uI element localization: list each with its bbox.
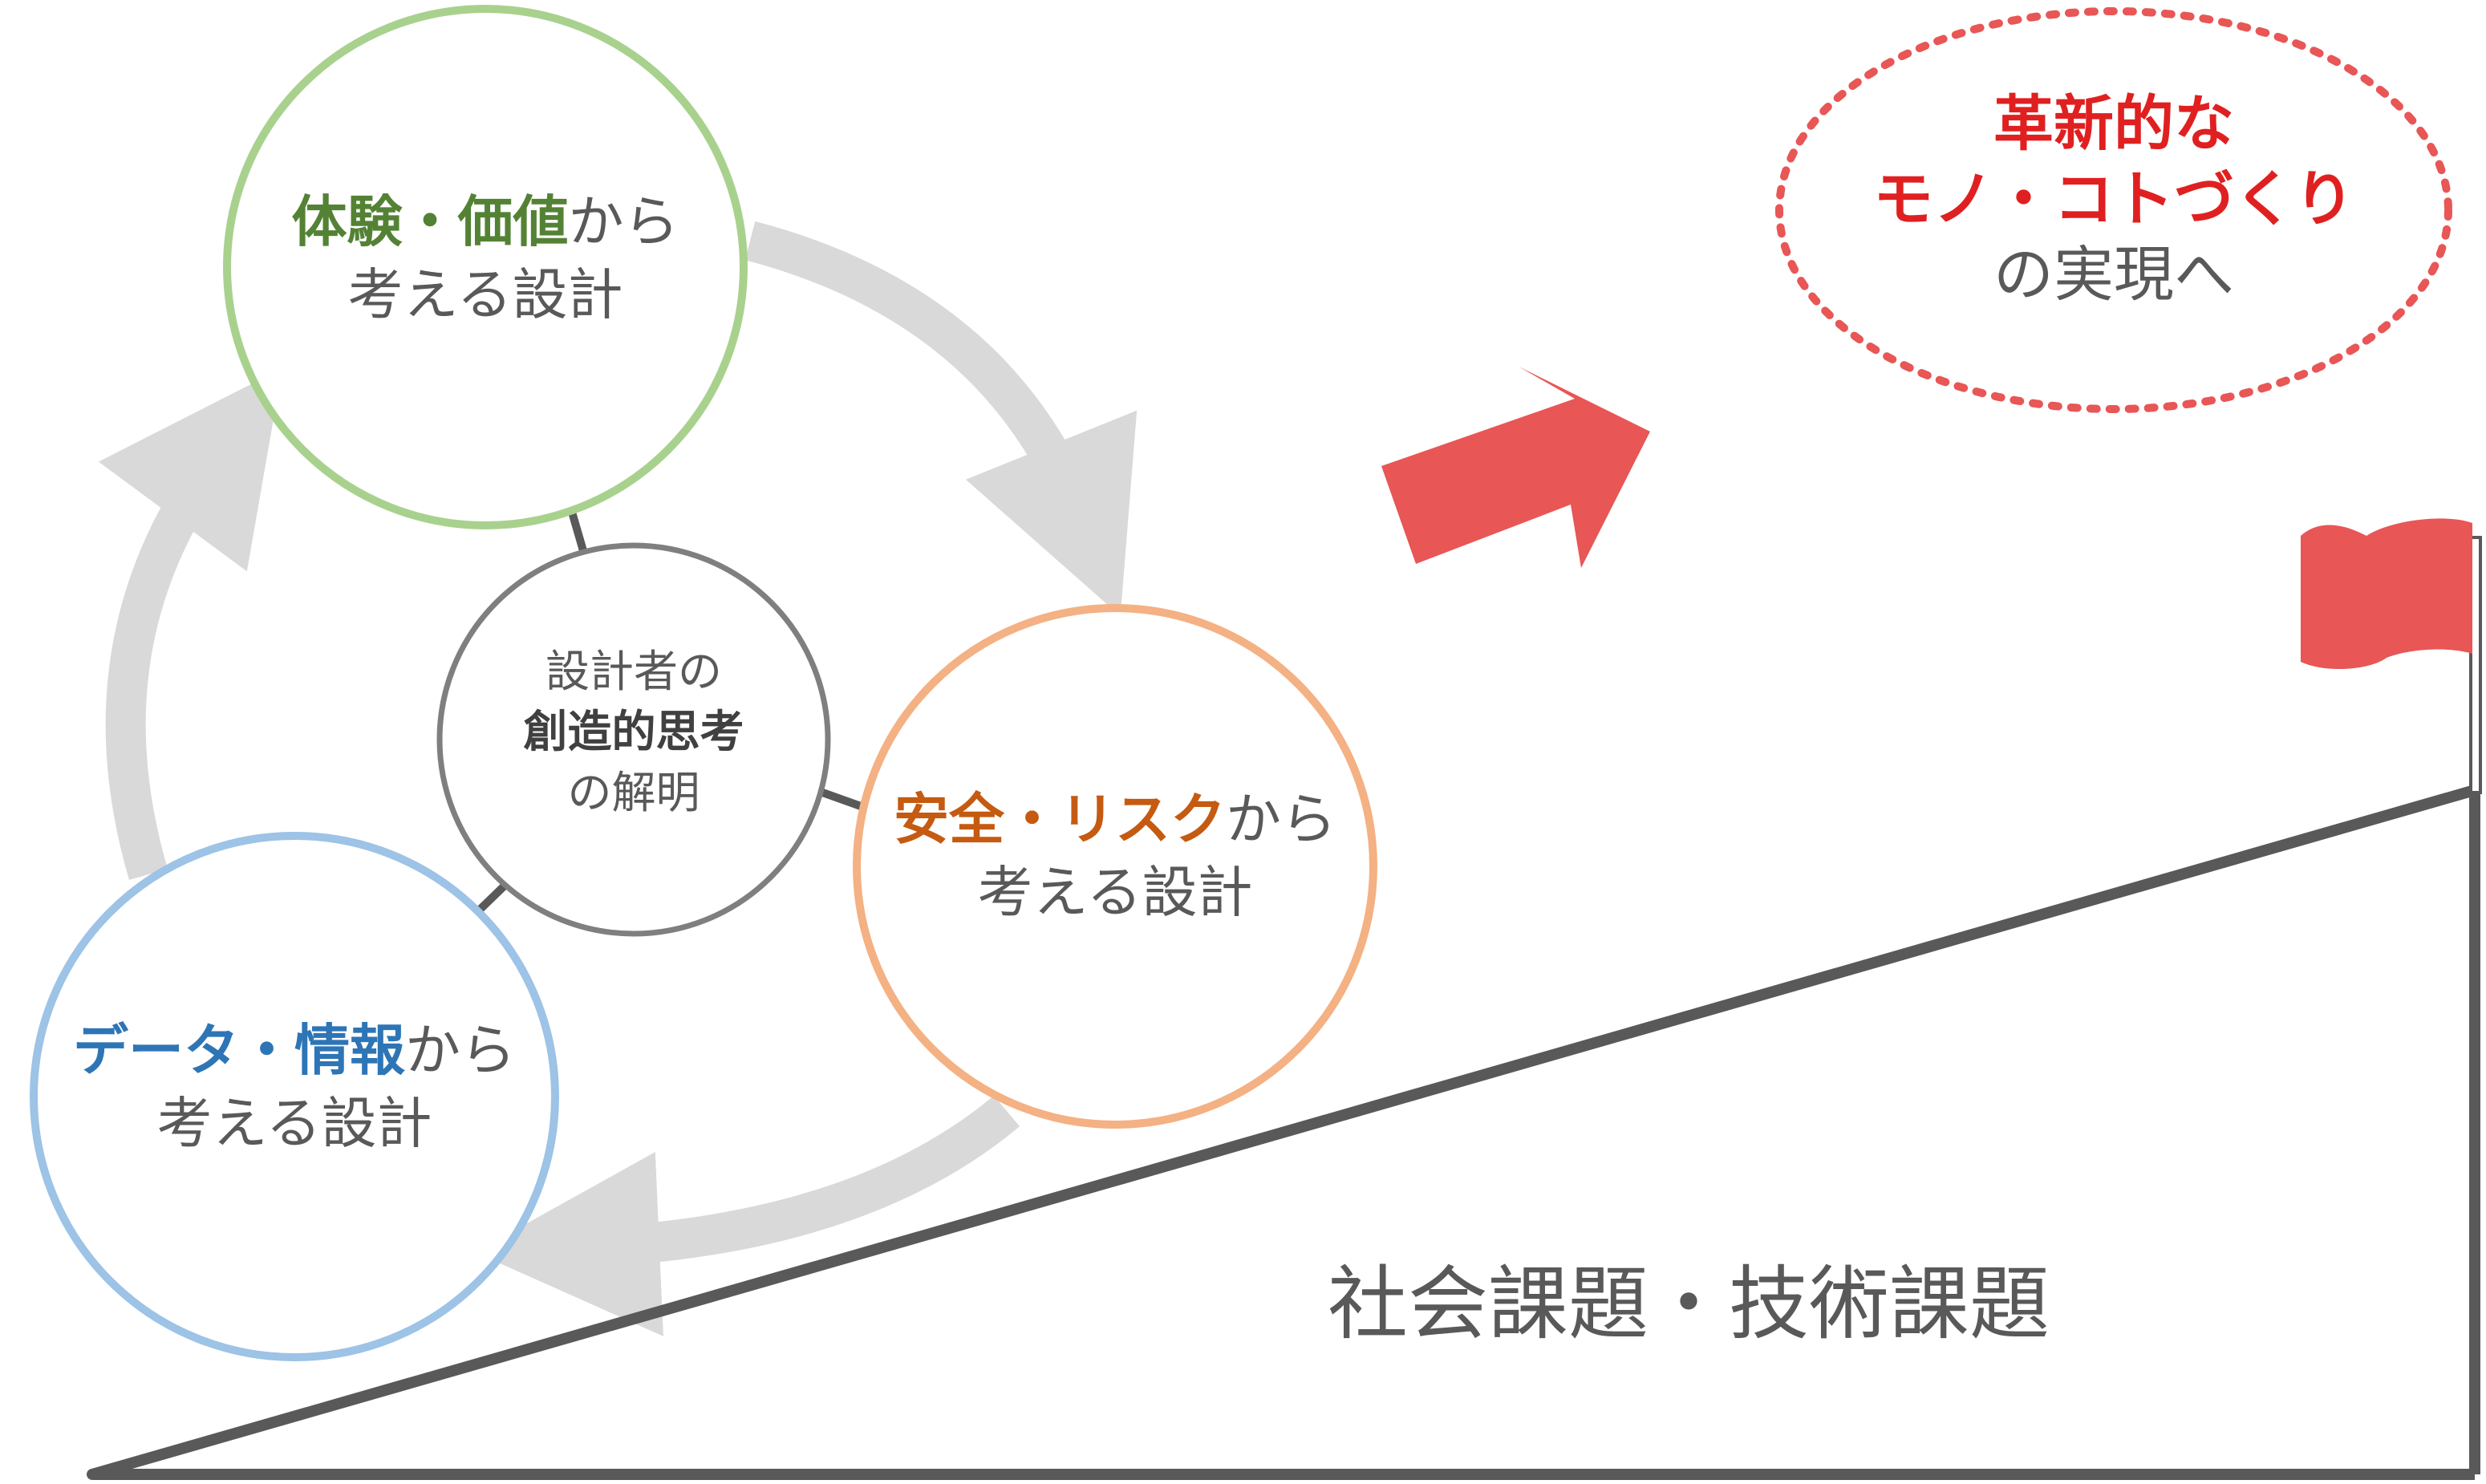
- slope-triangle: [87, 785, 2480, 1480]
- flag-icon: [2301, 518, 2472, 670]
- label-experience-value-emphasis: 体験・価値: [291, 190, 569, 254]
- label-safety-risk-suffix: から: [1226, 788, 1336, 852]
- label-center-line2: 創造的思考: [523, 706, 744, 758]
- flag-pole: [2469, 536, 2482, 794]
- goal-line2: モノ・コトづくり: [1872, 163, 2354, 234]
- label-data-information: データ・情報から 考える設計: [38, 1015, 551, 1161]
- label-data-information-emphasis: データ・情報: [73, 1019, 405, 1083]
- label-center-line3: の解明: [567, 766, 700, 818]
- label-data-information-line2: 考える設計: [156, 1092, 432, 1157]
- circle-center-creative-thinking: [436, 542, 831, 937]
- circle-experience-value: [223, 5, 748, 529]
- label-center-line1: 設計者の: [545, 646, 722, 697]
- challenge-label: 社会課題・技術課題: [1328, 1257, 2050, 1351]
- block-arrow-icon: [1381, 367, 1650, 568]
- circle-data-information: [30, 832, 559, 1361]
- goal-text: 革新的な モノ・コトづくり の実現へ: [1813, 87, 2415, 312]
- connector-center-experience: [567, 508, 588, 555]
- cycle-arrow-safety-to-data: [475, 1095, 1020, 1336]
- circle-safety-risk: [853, 604, 1377, 1129]
- cycle-arrow-data-to-experience: [98, 367, 282, 881]
- goal-dotted-ellipse: [1775, 7, 2452, 413]
- label-safety-risk: 安全・リスクから 考える設計: [862, 784, 1368, 930]
- label-experience-value-suffix: から: [568, 190, 679, 254]
- cycle-arrow-experience-to-safety: [744, 221, 1138, 616]
- connector-center-data: [476, 883, 507, 914]
- goal-line1: 革新的な: [1993, 88, 2234, 159]
- label-experience-value-line2: 考える設計: [347, 263, 623, 328]
- label-experience-value: 体験・価値から 考える設計: [245, 186, 726, 332]
- goal-line3: の実現へ: [1993, 238, 2234, 310]
- label-center-creative-thinking: 設計者の 創造的思考 の解明: [473, 642, 794, 823]
- label-safety-risk-line2: 考える設計: [977, 861, 1253, 926]
- label-safety-risk-emphasis: 安全・リスク: [894, 788, 1226, 852]
- label-data-information-suffix: から: [405, 1019, 516, 1083]
